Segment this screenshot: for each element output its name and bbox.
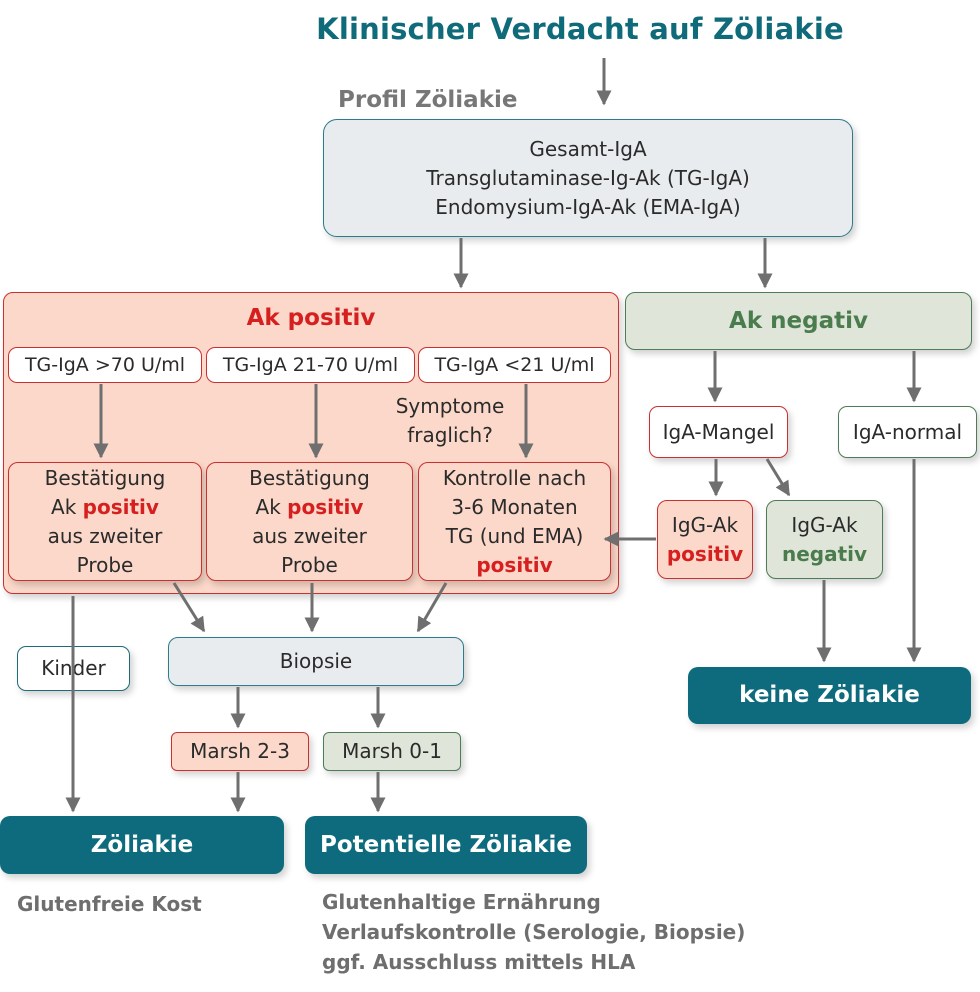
- igg-positive-line1: IgG-Ak: [671, 512, 739, 537]
- igg-negative-line1: IgG-Ak: [791, 512, 858, 537]
- control-line3: TG (und EMA): [445, 523, 584, 548]
- control-line1: Kontrolle nach: [442, 465, 587, 490]
- outcome-potential-celiac: Potentielle Zöliakie: [305, 816, 587, 874]
- arrow-control-to-biopsy: [416, 582, 448, 633]
- antibody-negative-label: Ak negativ: [729, 307, 868, 334]
- iga-deficiency-label: IgA-Mangel: [662, 419, 775, 444]
- confirmation-high-line3: aus zweiter: [47, 523, 163, 548]
- note-potential-line2: Verlaufskontrolle (Serologie, Biopsie): [322, 920, 746, 944]
- confirmation-mid-line4: Probe: [281, 552, 338, 577]
- symptoms-line2: fraglich?: [407, 423, 493, 447]
- antibody-positive-header: Ak positiv: [246, 305, 376, 331]
- igg-negative-box: IgG-Ak negativ: [766, 500, 883, 579]
- outcome-no-celiac-label: keine Zöliakie: [739, 682, 920, 708]
- confirmation-mid-line1: Bestätigung: [249, 465, 370, 490]
- iga-deficiency-box: IgA-Mangel: [649, 406, 788, 458]
- confirmation-box-high: Bestätigung Ak positiv aus zweiter Probe: [8, 462, 202, 581]
- confirmation-mid-positive: positiv: [287, 494, 364, 519]
- igg-positive-line2: positiv: [666, 541, 744, 566]
- outcome-celiac: Zöliakie: [0, 816, 284, 874]
- marsh-low-label: Marsh 0-1: [342, 739, 442, 763]
- marsh-high-label: Marsh 2-3: [190, 739, 290, 763]
- confirmation-high-ak: Ak: [51, 494, 83, 519]
- profile-line-tg-iga: Transglutaminase-Ig-Ak (TG-IgA): [426, 165, 750, 190]
- tg-iga-low-label: TG-IgA <21 U/ml: [434, 353, 595, 376]
- confirmation-high-line4: Probe: [76, 552, 134, 577]
- note-gluten-free: Glutenfreie Kost: [17, 892, 202, 916]
- outcome-no-celiac: keine Zöliakie: [688, 667, 971, 724]
- profile-line-total-iga: Gesamt-IgA: [529, 136, 647, 161]
- arrow-iga-deficiency-to-igg-negative: [765, 458, 791, 497]
- tg-iga-high-label: TG-IgA >70 U/ml: [24, 353, 186, 376]
- arrow-confirm-high-to-biopsy: [172, 582, 206, 633]
- biopsy-box: Biopsie: [168, 637, 464, 686]
- antibody-negative-box: Ak negativ: [625, 292, 972, 350]
- tg-iga-low-box: TG-IgA <21 U/ml: [418, 347, 611, 383]
- igg-positive-box: IgG-Ak positiv: [657, 500, 753, 579]
- note-potential-line3: ggf. Ausschluss mittels HLA: [322, 950, 636, 974]
- iga-normal-box: IgA-normal: [838, 406, 977, 458]
- confirmation-high-line1: Bestätigung: [44, 465, 166, 490]
- confirmation-mid-line3: aus zweiter: [252, 523, 367, 548]
- note-potential: Glutenhaltige Ernährung Verlaufskontroll…: [322, 887, 745, 977]
- outcome-potential-label: Potentielle Zöliakie: [319, 831, 573, 858]
- marsh-high-box: Marsh 2-3: [171, 732, 309, 771]
- profile-line-ema-iga: Endomysium-IgA-Ak (EMA-IgA): [435, 194, 741, 219]
- tg-iga-high-box: TG-IgA >70 U/ml: [8, 347, 202, 383]
- confirmation-box-mid: Bestätigung Ak positiv aus zweiter Probe: [206, 462, 413, 581]
- iga-normal-label: IgA-normal: [852, 419, 963, 444]
- confirmation-mid-ak: Ak: [255, 494, 288, 519]
- profile-box: Gesamt-IgA Transglutaminase-Ig-Ak (TG-Ig…: [323, 119, 853, 237]
- marsh-low-box: Marsh 0-1: [323, 732, 461, 771]
- confirmation-high-positive: positiv: [82, 494, 159, 519]
- outcome-celiac-label: Zöliakie: [90, 831, 194, 858]
- note-potential-line1: Glutenhaltige Ernährung: [322, 890, 601, 914]
- symptoms-line1: Symptome: [395, 394, 505, 418]
- control-positive: positiv: [476, 552, 553, 577]
- diagram-title: Klinischer Verdacht auf Zöliakie: [316, 12, 844, 46]
- control-box: Kontrolle nach 3-6 Monaten TG (und EMA) …: [418, 462, 611, 581]
- igg-negative-line2: negativ: [781, 541, 868, 566]
- symptoms-question: Symptome fraglich?: [380, 392, 520, 450]
- tg-iga-mid-box: TG-IgA 21-70 U/ml: [206, 347, 415, 383]
- profile-label: Profil Zöliakie: [338, 87, 518, 113]
- tg-iga-mid-label: TG-IgA 21-70 U/ml: [222, 353, 399, 376]
- control-line2: 3-6 Monaten: [451, 494, 578, 519]
- biopsy-label: Biopsie: [279, 649, 353, 673]
